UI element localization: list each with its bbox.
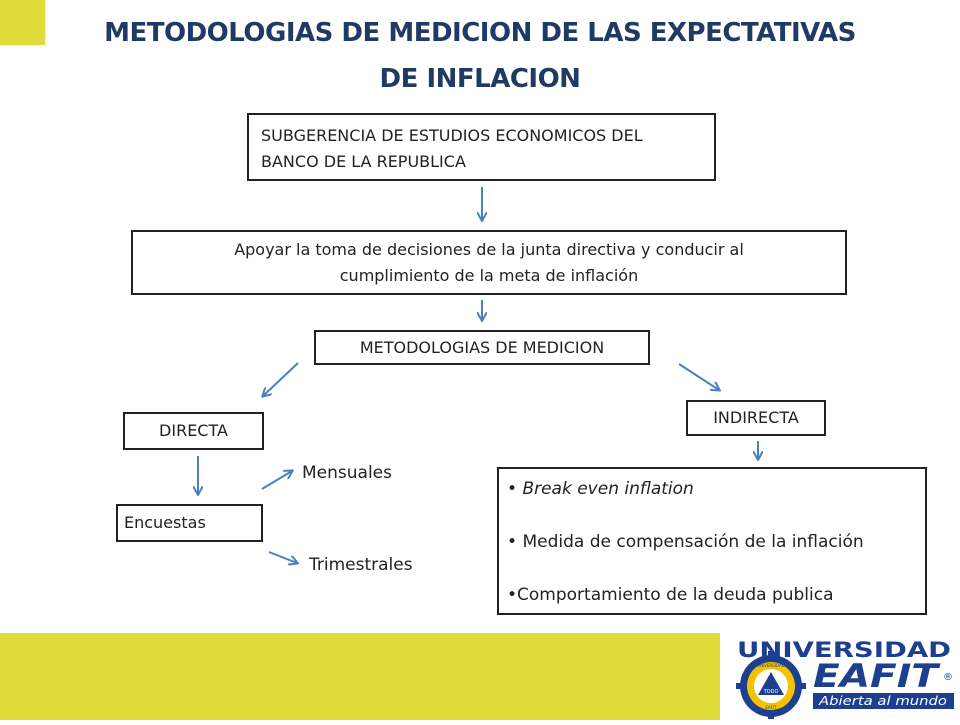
indirect-item-compensacion: • Medida de compensación de la inflación <box>507 526 917 579</box>
arrow-left-diag <box>263 362 299 396</box>
label-mensuales: Mensuales <box>302 463 392 483</box>
box-indirect-methods: • Break even inflation • Medida de compe… <box>497 467 927 615</box>
indirect-item-text: Break even inflation <box>522 479 694 499</box>
eafit-logo-graphic: TODO UNIVERSIDAD EAFIT UNIVERSIDAD EAFIT… <box>736 638 954 719</box>
corner-accent <box>0 0 45 45</box>
logo-eafit-text: EAFIT <box>813 657 941 695</box>
indirect-item-text: Comportamiento de la deuda publica <box>517 585 834 605</box>
indirect-item-break-even: • Break even inflation <box>507 473 917 526</box>
label-trimestrales: Trimestrales <box>309 555 413 575</box>
seal-icon: TODO UNIVERSIDAD EAFIT <box>736 651 806 719</box>
arrow-right-diag <box>678 363 719 390</box>
arrow-to-trimestrales <box>268 551 297 563</box>
bullet: • <box>507 532 523 552</box>
box-objetivo-line-2: cumplimiento de la meta de inflación <box>339 266 639 285</box>
svg-text:UNIVERSIDAD: UNIVERSIDAD <box>757 663 785 668</box>
indirect-item-text: Medida de compensación de la inflación <box>522 532 864 552</box>
logo-tagline: Abierta al mundo <box>818 694 947 708</box>
title-line-1: METODOLOGIAS DE MEDICION DE LAS EXPECTAT… <box>104 18 856 48</box>
bullet: • <box>507 479 523 499</box>
footer-band <box>0 633 720 720</box>
svg-text:EAFIT: EAFIT <box>765 705 777 710</box>
box-metodologias: METODOLOGIAS DE MEDICION <box>314 330 650 365</box>
registered-mark: ® <box>943 672 953 683</box>
box-subgerencia-line-1: SUBGERENCIA DE ESTUDIOS ECONOMICOS DEL <box>261 126 643 145</box>
bullet: • <box>507 585 518 605</box>
page-title: METODOLOGIAS DE MEDICION DE LAS EXPECTAT… <box>60 10 900 102</box>
box-encuestas: Encuestas <box>116 504 263 542</box>
box-subgerencia-line-2: BANCO DE LA REPUBLICA <box>261 152 466 171</box>
university-logo: TODO UNIVERSIDAD EAFIT UNIVERSIDAD EAFIT… <box>731 633 960 720</box>
box-subgerencia: SUBGERENCIA DE ESTUDIOS ECONOMICOS DEL B… <box>247 113 716 181</box>
box-objetivo: Apoyar la toma de decisiones de la junta… <box>131 230 847 295</box>
indirect-item-deuda: •Comportamiento de la deuda publica <box>507 579 917 632</box>
box-objetivo-line-1: Apoyar la toma de decisiones de la junta… <box>234 240 744 259</box>
box-indirecta: INDIRECTA <box>686 400 826 436</box>
arrow-to-mensuales <box>261 471 292 490</box>
logo-university-text: UNIVERSIDAD <box>737 638 951 662</box>
svg-text:TODO: TODO <box>763 689 779 695</box>
title-line-2: DE INFLACION <box>379 64 581 94</box>
box-directa: DIRECTA <box>123 412 264 450</box>
